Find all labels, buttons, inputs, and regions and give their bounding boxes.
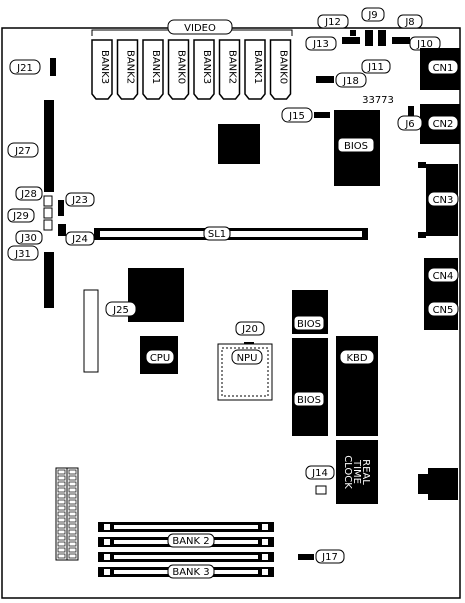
jumper-cluster-top xyxy=(342,30,410,46)
jumper-j11-label: J11 xyxy=(367,62,384,73)
bios-middle-label: BIOS xyxy=(297,319,321,330)
video-bank-module: BANK2 xyxy=(116,39,139,100)
jumper-j18-label: J18 xyxy=(342,76,359,87)
npu-label: NPU xyxy=(237,353,258,364)
simm-slot xyxy=(98,522,274,532)
simm-bank3-label: BANK 3 xyxy=(172,567,209,578)
chipset-chip xyxy=(128,268,184,322)
simm-slot xyxy=(98,552,274,562)
connector-j25 xyxy=(83,289,99,373)
svg-text:CN5: CN5 xyxy=(433,305,454,316)
jumper-j15-label: J15 xyxy=(288,111,305,122)
svg-text:TIME: TIME xyxy=(351,459,362,484)
simm-bank2-label: BANK 2 xyxy=(172,536,209,547)
connector-cn2: CN2 xyxy=(420,104,460,144)
svg-text:CLOCK: CLOCK xyxy=(342,455,353,489)
header-j31 xyxy=(44,252,54,308)
video-bank-label: BANK3 xyxy=(201,50,212,84)
video-bank-label: BANK0 xyxy=(176,50,187,84)
board-number: 33773 xyxy=(362,95,394,106)
power-connector xyxy=(428,468,458,500)
kbd-label: KBD xyxy=(346,353,367,364)
video-controller-chip xyxy=(218,124,260,164)
video-bank-module: BANK3 xyxy=(91,39,113,100)
video-bracket xyxy=(91,29,293,36)
video-label: VIDEO xyxy=(184,23,216,34)
jumper-j27-label: J27 xyxy=(14,146,31,157)
bios-chip-bottom xyxy=(292,338,328,436)
video-bank-label: BANK1 xyxy=(150,50,161,84)
jumper-j28-label: J28 xyxy=(20,189,37,200)
jumper-j17-label: J17 xyxy=(321,552,338,563)
video-bank-label: BANK2 xyxy=(227,50,238,84)
jumper-j15 xyxy=(314,112,330,118)
jumper-j29-label: J29 xyxy=(12,211,29,222)
jumper-j8-label: J8 xyxy=(404,17,414,28)
real-time-clock: REAL TIME CLOCK xyxy=(336,440,378,504)
connector-cn3: CN3 xyxy=(418,162,459,238)
video-bank-group: BANK3 BANK2 BANK1 BANK0 BANK3 BANK2 BANK1 BANK0 xyxy=(91,39,292,100)
header-left-bottom xyxy=(55,467,79,561)
slot-sl1-label: SL1 xyxy=(208,229,226,240)
jumper-j20-label: J20 xyxy=(241,324,258,335)
svg-text:CN3: CN3 xyxy=(433,195,454,206)
jumper-j23 xyxy=(58,200,64,216)
bios-bottom-label: BIOS xyxy=(297,395,321,406)
board-outline xyxy=(1,27,461,599)
video-bank-label: BANK1 xyxy=(252,50,263,84)
svg-text:REAL: REAL xyxy=(360,459,371,485)
video-bank-module: BANK3 xyxy=(193,39,215,100)
jumper-j18 xyxy=(316,76,334,83)
jumper-j6 xyxy=(408,106,414,120)
video-bank-module: BANK1 xyxy=(244,39,266,100)
jumper-j25-label: J25 xyxy=(112,305,129,316)
jumper-j9-label: J9 xyxy=(367,10,377,21)
video-bank-module: BANK0 xyxy=(269,39,292,100)
jumper-j30-label: J30 xyxy=(20,233,37,244)
jumper-j24-label: J24 xyxy=(71,234,88,245)
video-bank-module: BANK1 xyxy=(142,39,164,100)
jumper-j23-label: J23 xyxy=(71,195,88,206)
svg-text:CN4: CN4 xyxy=(433,271,454,282)
video-bank-label: BANK3 xyxy=(99,50,110,84)
svg-text:CN1: CN1 xyxy=(433,63,454,74)
svg-text:CN2: CN2 xyxy=(433,119,454,130)
connector-cn5: CN5 xyxy=(424,290,459,330)
video-bank-label: BANK2 xyxy=(125,50,136,84)
jumper-j17 xyxy=(298,554,314,560)
video-bank-label: BANK0 xyxy=(278,50,289,84)
video-bank-module: BANK0 xyxy=(167,39,190,100)
jumper-j14 xyxy=(315,485,327,495)
jumper-j6-label: J6 xyxy=(404,119,414,130)
bios-top-label: BIOS xyxy=(344,141,368,152)
jumper-j12-label: J12 xyxy=(324,17,341,28)
jumper-j24 xyxy=(58,224,66,236)
jumper-j14-label: J14 xyxy=(311,468,328,479)
jumper-j21-label: J21 xyxy=(16,63,33,74)
jumper-j31-label: J31 xyxy=(14,249,31,260)
video-bank-module: BANK2 xyxy=(218,39,241,100)
jumper-j10-label: J10 xyxy=(416,39,433,50)
jumper-j13-label: J13 xyxy=(312,39,329,50)
connector-cn4: CN4 xyxy=(424,258,459,294)
header-j27 xyxy=(44,100,54,192)
connector-cn1: CN1 xyxy=(420,48,460,90)
npu-socket: NPU xyxy=(217,343,273,401)
cpu-label: CPU xyxy=(150,353,170,364)
jumper-j21 xyxy=(50,58,56,76)
